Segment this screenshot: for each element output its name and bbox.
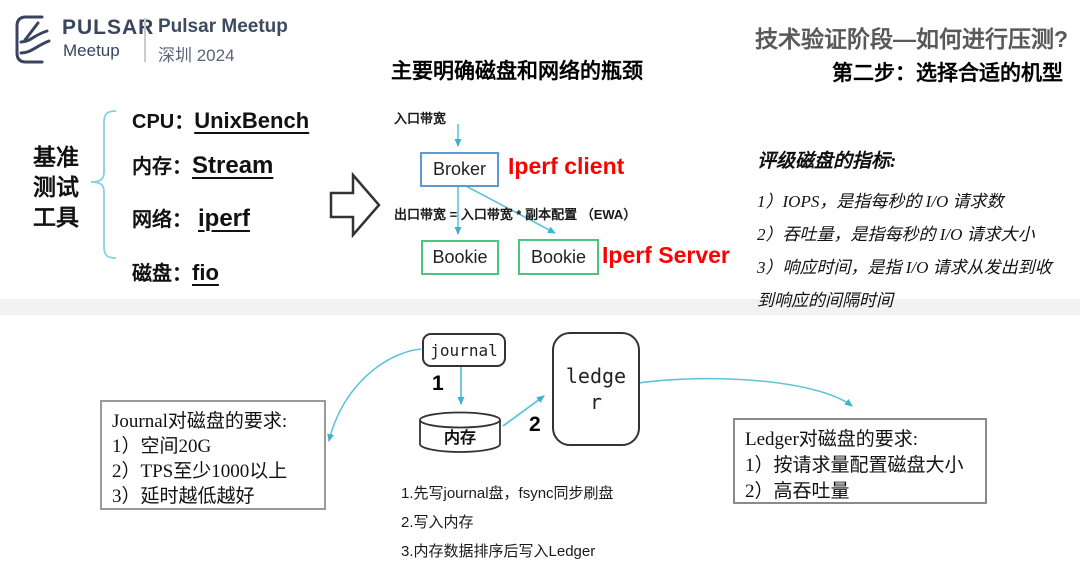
disk-metrics-block: 评级磁盘的指标: 1）IOPS，是指每秒的 I/O 请求数 2）吞吐量，是指每秒… — [757, 146, 1079, 317]
tool-row-network: 网络： iperf — [132, 203, 250, 233]
tool-label-disk: 磁盘： — [132, 263, 192, 285]
event-edition: 深圳 2024 — [158, 46, 235, 65]
ingress-bandwidth-label: 入口带宽 — [394, 111, 447, 126]
journal-req-line: 3）延时越低越好 — [112, 486, 255, 507]
event-name: Pulsar Meetup — [158, 16, 288, 37]
brace-bracket-icon — [90, 110, 117, 259]
pulsar-logo-icon — [15, 15, 51, 64]
disk-metric-line: 到响应的间隔时间 — [757, 291, 893, 310]
journal-req-title: Journal对磁盘的要求: — [112, 411, 288, 432]
step2-number: 2 — [529, 413, 541, 436]
ledger-callout-arrow — [637, 377, 853, 407]
tool-value-network: iperf — [198, 205, 251, 232]
tool-label-memory: 内存： — [132, 156, 192, 178]
brand-sub: Meetup — [63, 41, 120, 60]
disk-metric-line: 2）吞吐量，是指每秒的 I/O 请求大小 — [757, 225, 1035, 244]
tool-label-network: 网络： — [132, 209, 192, 231]
journal-req-line: 2）TPS至少1000以上 — [112, 461, 288, 482]
memory-to-ledger-arrow — [502, 395, 545, 427]
flow-note: 1.先写journal盘，fsync同步刷盘 — [401, 485, 614, 502]
ledger-requirements-box: Ledger对磁盘的要求: 1）按请求量配置磁盘大小 2）高吞吐量 — [733, 418, 987, 504]
tool-value-memory: Stream — [192, 152, 274, 179]
benchmark-group-label: 基准测试工具 — [33, 144, 79, 230]
step1-number: 1 — [432, 372, 444, 395]
disk-metric-line: 3）响应时间，是指 I/O 请求从发出到收 — [757, 258, 1052, 277]
journal-requirements-box: Journal对磁盘的要求: 1）空间20G 2）TPS至少1000以上 3）延… — [100, 400, 326, 510]
diagram-title: 主要明确磁盘和网络的瓶颈 — [391, 60, 643, 83]
ledger-node: ledger — [552, 332, 640, 446]
tool-value-cpu: UnixBench — [194, 108, 310, 133]
ledger-req-line: 1）按请求量配置磁盘大小 — [745, 455, 964, 476]
iperf-server-label: Iperf Server — [602, 242, 730, 268]
tool-row-disk: 磁盘： fio — [132, 257, 219, 286]
memory-label: 内存 — [443, 430, 476, 447]
block-arrow-icon — [329, 171, 381, 239]
bookie-left-node: Bookie — [421, 240, 499, 275]
egress-formula-label: 出口带宽 = 入口带宽 * 副本配置 （EWA） — [394, 207, 637, 222]
tool-label-cpu: CPU： — [132, 111, 195, 133]
section-divider-band — [0, 299, 1080, 315]
broker-node: Broker — [420, 152, 499, 187]
page-subtitle: 第二步：选择合适的机型 — [832, 62, 1063, 85]
tool-row-memory: 内存： Stream — [132, 150, 273, 180]
logo-divider — [144, 18, 146, 62]
disk-metrics-title: 评级磁盘的指标: — [757, 151, 897, 172]
journal-callout-arrow — [327, 348, 422, 442]
flow-note: 3.内存数据排序后写入Ledger — [401, 543, 596, 560]
ledger-req-title: Ledger对磁盘的要求: — [745, 429, 919, 450]
journal-req-line: 1）空间20G — [112, 436, 212, 457]
ledger-req-line: 2）高吞吐量 — [745, 481, 850, 502]
tool-value-disk: fio — [192, 260, 219, 285]
iperf-client-label: Iperf client — [508, 153, 625, 179]
memory-cylinder-top — [419, 411, 501, 429]
tool-row-cpu: CPU： UnixBench — [132, 105, 309, 134]
brand-name: PULSAR — [62, 16, 155, 39]
disk-metric-line: 1）IOPS，是指每秒的 I/O 请求数 — [757, 192, 1004, 211]
page-title: 技术验证阶段—如何进行压测? — [754, 26, 1068, 52]
memory-cylinder — [419, 420, 501, 453]
flow-notes: 1.先写journal盘，fsync同步刷盘 2.写入内存 3.内存数据排序后写… — [401, 479, 614, 562]
broker-to-bookie-right-arrow — [463, 184, 556, 234]
journal-node: journal — [422, 333, 506, 367]
flow-note: 2.写入内存 — [401, 514, 474, 531]
bookie-right-node: Bookie — [518, 239, 599, 275]
